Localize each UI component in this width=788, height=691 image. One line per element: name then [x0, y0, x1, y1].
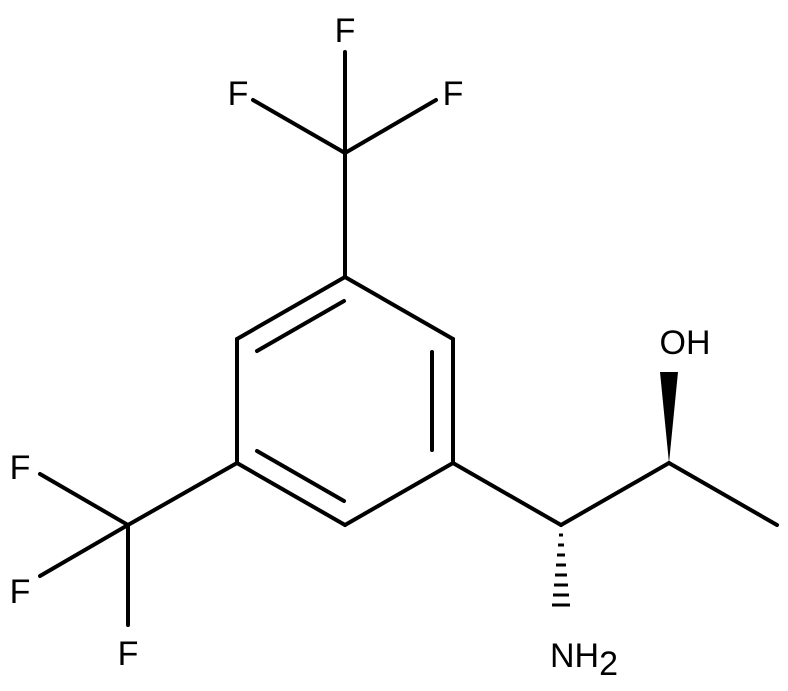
- benzene-ring: [235, 275, 455, 527]
- atom-f-left-upper: F: [10, 449, 31, 487]
- atom-f-top-right: F: [443, 75, 464, 113]
- atom-oh: OH: [660, 324, 711, 362]
- ring-double-bond-upper-left: [255, 299, 346, 353]
- bond-ring-to-cf3-left: [126, 461, 239, 527]
- ring-bond-1: [343, 275, 455, 341]
- cf3-group-left: F F F: [10, 449, 239, 673]
- atom-nh2-subscript: 2: [599, 645, 618, 683]
- bond-c-f-top-right: [343, 98, 438, 155]
- bond-c1-to-c2: [559, 461, 671, 527]
- ring-bond-4: [235, 461, 347, 527]
- atom-f-left-middle: F: [10, 573, 31, 611]
- bond-c-f-left-middle: [38, 523, 130, 578]
- bond-c2-to-methyl: [667, 461, 779, 527]
- cf3-group-top: F F F: [228, 12, 464, 279]
- atom-f-left-lower: F: [118, 635, 139, 673]
- bond-c-f-left-upper: [38, 472, 130, 527]
- bond-c-f-top-left: [251, 98, 347, 155]
- hash-bond-c1-nh2: [552, 533, 570, 607]
- atom-f-top-left: F: [228, 75, 249, 113]
- wedge-bond-c2-oh: [660, 372, 678, 463]
- ring-double-bond-lower-left: [255, 449, 346, 503]
- ring-bond-3: [343, 461, 455, 527]
- side-chain: OH NH2: [451, 324, 779, 683]
- atom-nh2-main: NH: [550, 637, 599, 675]
- ring-bond-6: [235, 275, 347, 341]
- bond-ring-to-c1: [451, 461, 563, 527]
- atom-f-top: F: [335, 12, 356, 50]
- atom-nh2: NH2: [550, 637, 618, 683]
